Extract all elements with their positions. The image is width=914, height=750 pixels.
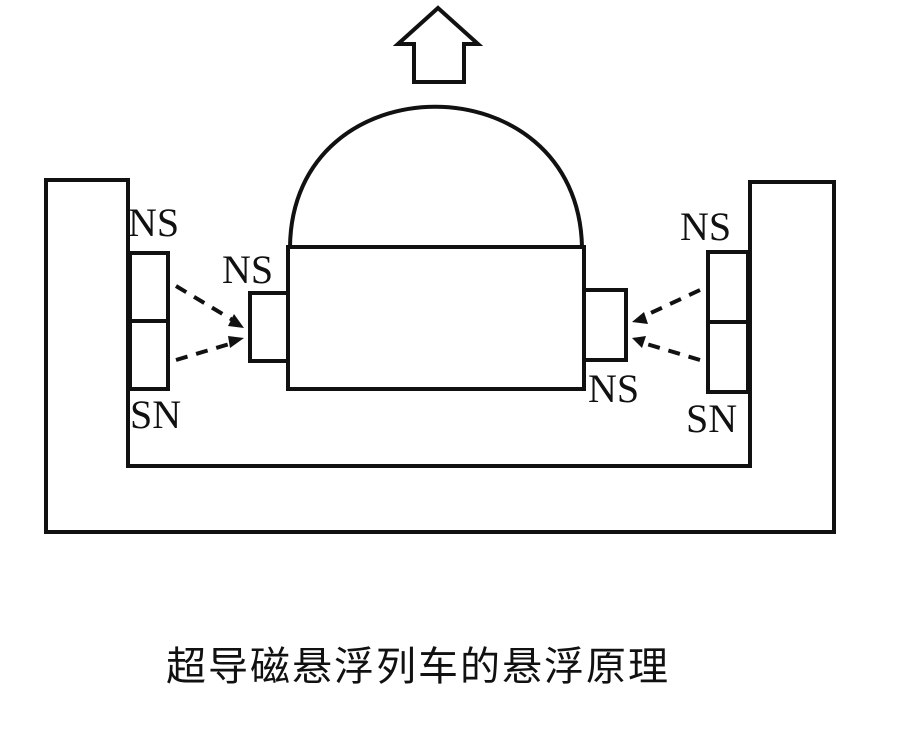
pole-label-left-vehicle-magnet: NS: [222, 247, 273, 292]
vehicle-body: [286, 245, 586, 391]
track-coils-right: [706, 250, 750, 394]
force-lines-right: [632, 288, 701, 362]
track-coils-left: [128, 251, 170, 391]
vehicle-magnet-right: [582, 288, 628, 362]
pole-label-right-vehicle-magnet: NS: [588, 366, 639, 411]
vehicle-magnet-left: [248, 291, 290, 363]
pole-label-left-track-bottom: SN: [130, 392, 181, 437]
force-lines-left: [174, 284, 244, 362]
vehicle-dome: [288, 104, 584, 248]
up-arrow-icon: [392, 5, 484, 84]
pole-label-right-track-top: NS: [680, 204, 731, 249]
pole-label-left-track-top: NS: [128, 200, 179, 245]
diagram-caption: 超导磁悬浮列车的悬浮原理: [166, 644, 670, 690]
pole-label-right-track-bottom: SN: [686, 396, 737, 441]
